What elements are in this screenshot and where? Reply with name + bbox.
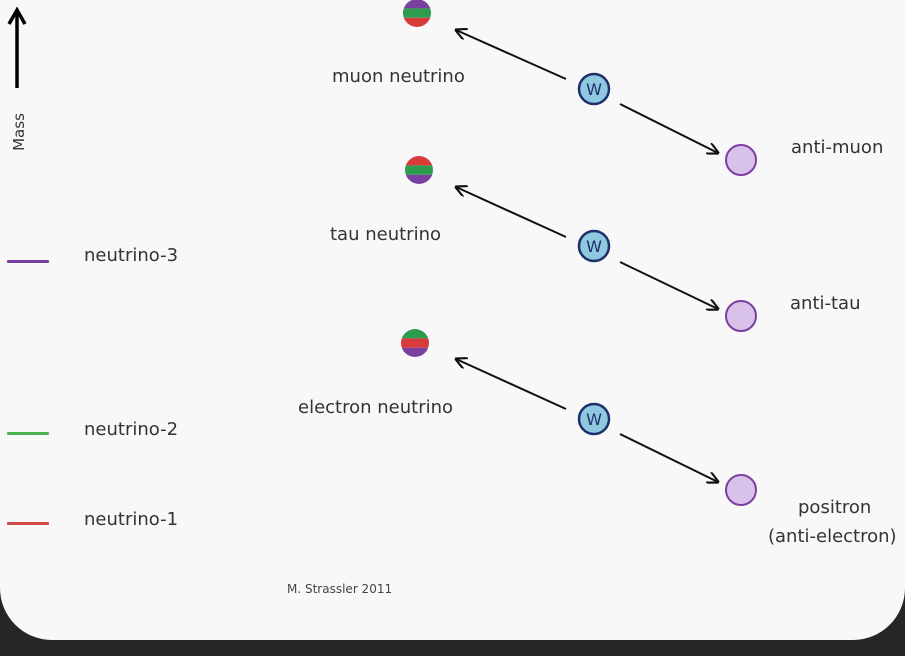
- legend-label-neutrino-1: neutrino-1: [84, 509, 179, 530]
- neutrino-ball-electron: [401, 329, 429, 357]
- w-boson-label: W: [586, 410, 602, 429]
- w-boson-electron: W: [577, 402, 611, 436]
- mass-axis-label: Mass: [10, 113, 28, 151]
- neutrino-label-electron: electron neutrino: [298, 397, 454, 418]
- w-boson-muon: W: [577, 72, 611, 106]
- credit-text: M. Strassler 2011: [287, 582, 393, 596]
- arrow-muon-neutrino: [456, 30, 567, 80]
- legend-label-neutrino-2: neutrino-2: [84, 419, 179, 440]
- arrow-tau-antilepton: [619, 261, 718, 309]
- neutrino-ball-tau: [405, 156, 433, 184]
- arrow-muon-antilepton: [619, 103, 718, 153]
- antilepton-label-electron-line2: (anti-electron): [768, 526, 897, 547]
- antilepton-label-tau: anti-tau: [790, 293, 861, 314]
- legend-line-neutrino-3: [7, 260, 49, 263]
- arrow-electron-antilepton: [619, 433, 718, 482]
- neutrino-label-muon: muon neutrino: [332, 66, 465, 87]
- positron-particle: [725, 474, 757, 506]
- legend-line-neutrino-2: [7, 432, 49, 435]
- legend-label-neutrino-3: neutrino-3: [84, 245, 179, 266]
- anti-muon-particle: [725, 144, 757, 176]
- w-boson-label: W: [586, 237, 602, 256]
- arrow-tau-neutrino: [456, 187, 567, 238]
- w-boson-label: W: [586, 80, 602, 99]
- neutrino-ball-muon: [403, 0, 431, 27]
- mass-axis-arrow: [7, 6, 27, 88]
- w-boson-tau: W: [577, 229, 611, 263]
- arrow-electron-neutrino: [456, 359, 567, 410]
- antilepton-label-muon: anti-muon: [791, 137, 884, 158]
- legend-line-neutrino-1: [7, 522, 49, 525]
- anti-tau-particle: [725, 300, 757, 332]
- neutrino-label-tau: tau neutrino: [330, 224, 441, 245]
- antilepton-label-electron: positron: [798, 497, 872, 518]
